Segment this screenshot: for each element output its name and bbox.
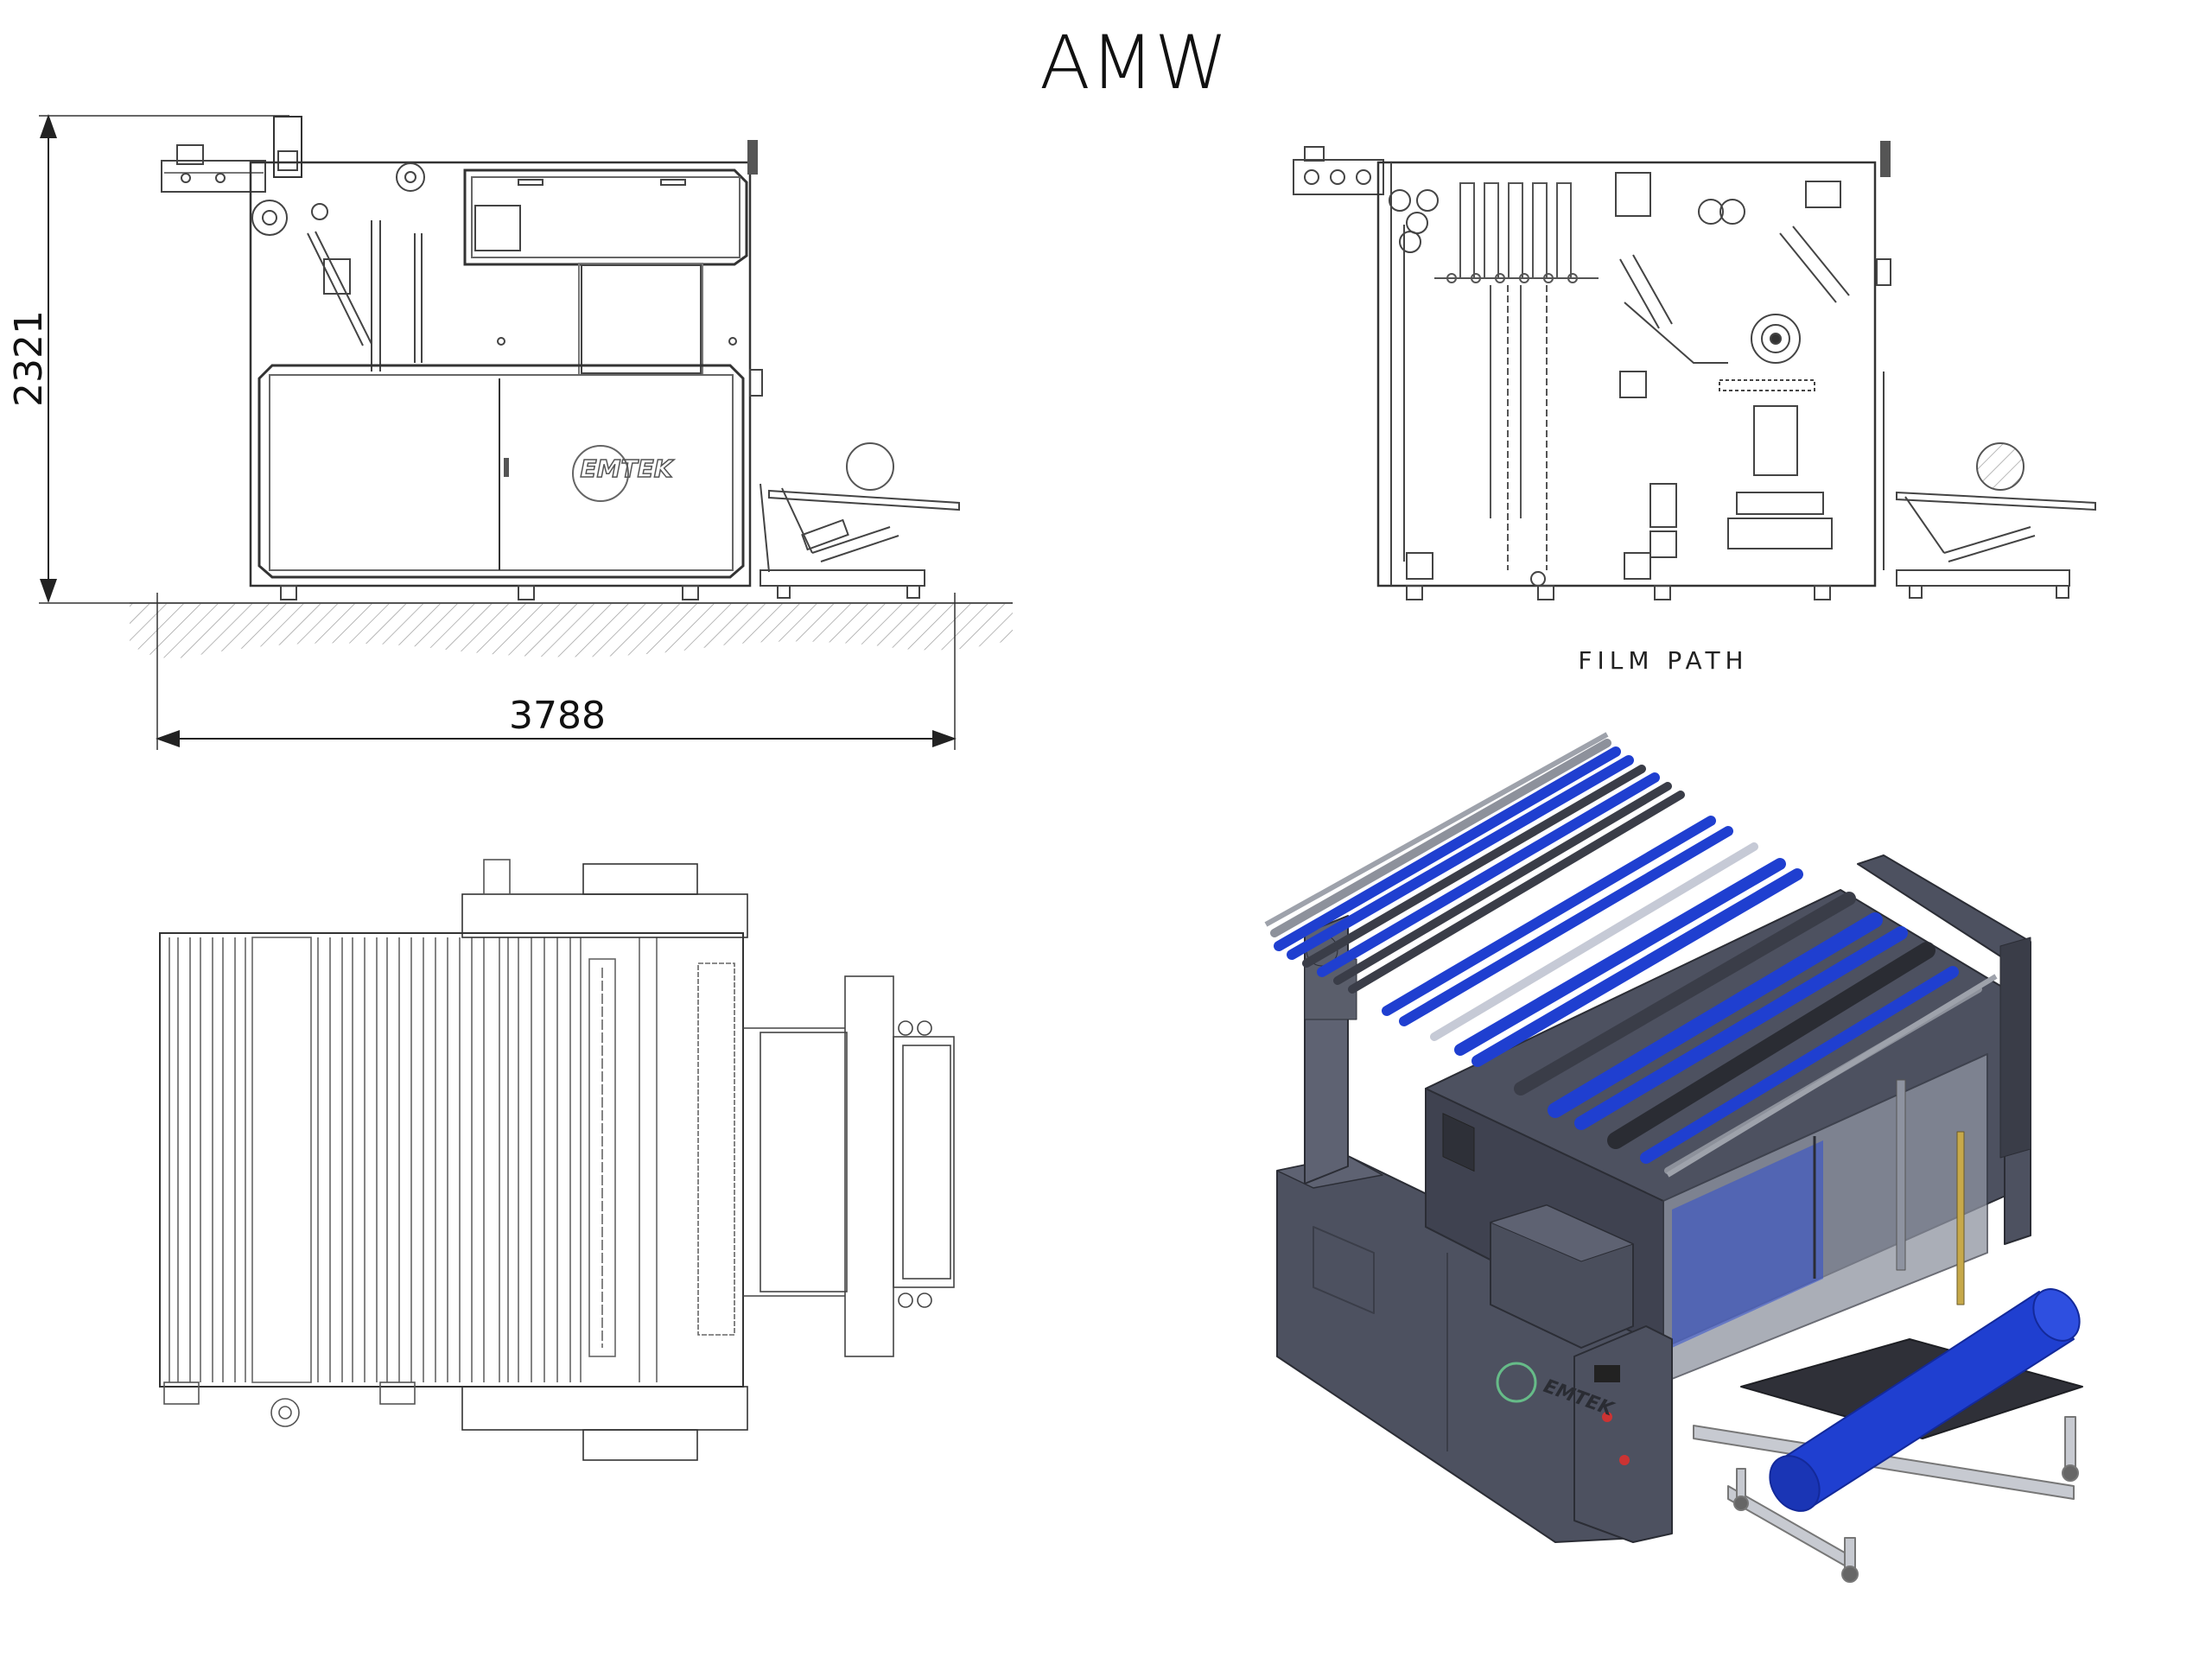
side-elevation-view: EMTEK: [130, 116, 1013, 659]
iso-product-roll: [1769, 1288, 2081, 1512]
winding-mechanism: [1615, 172, 1850, 558]
iso-base-frame: [1693, 1416, 2079, 1583]
film-path-caption: FILM PATH: [1578, 646, 1748, 675]
iso-top-rollers: [1270, 739, 1982, 1174]
side-view-logo: EMTEK: [572, 445, 676, 502]
film-path-view: [1293, 141, 2096, 600]
width-dimension-value: 3788: [509, 694, 606, 738]
film-roll: [846, 442, 894, 491]
film-path-unwinder: [1896, 442, 2096, 599]
festoon-rails: [1434, 182, 1599, 570]
upper-housing: [463, 168, 748, 266]
plan-roller-lines: [168, 937, 735, 1383]
ground-hatch: [130, 603, 1013, 659]
drawing-title: AMW: [1039, 20, 1228, 106]
lower-cabinet: [257, 364, 745, 579]
isometric-view: EMTEK: [1264, 732, 2083, 1583]
height-dimension: 2321: [7, 114, 289, 604]
plan-unwinder: [743, 975, 955, 1357]
top-plan-view: [159, 859, 955, 1461]
signal-tower: [747, 140, 758, 175]
drive-motor: [273, 116, 302, 178]
width-dimension: 3788: [156, 593, 957, 750]
film-path-frame: [1376, 161, 1877, 587]
svg-text:EMTEK: EMTEK: [581, 454, 675, 483]
unwinder-stand: [760, 442, 960, 599]
height-dimension-value: 2321: [7, 310, 51, 407]
